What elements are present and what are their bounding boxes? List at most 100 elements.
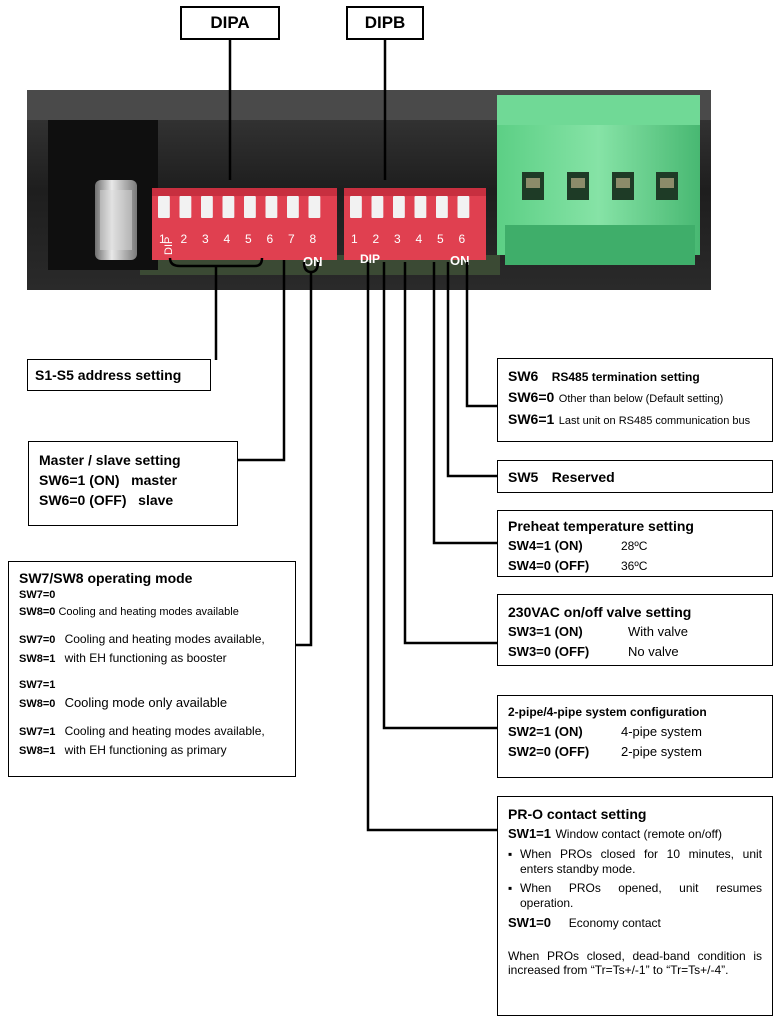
sw5-key: SW5 [508, 469, 539, 485]
sw1-l2-key: SW1=0 [508, 915, 551, 930]
sw78-g1b-key: SW8=0 [19, 606, 56, 618]
sw1-l2-text: Economy contact [568, 916, 661, 930]
s1s5-title: S1-S5 address setting [35, 367, 182, 383]
sw4-box: Preheat temperature setting SW4=1 (ON) 28… [497, 510, 773, 577]
sw1-bullet2: When PROs opened, unit resumes operation… [520, 881, 762, 910]
s1s5-box: S1-S5 address setting [27, 359, 211, 391]
dip-lever [158, 196, 170, 218]
dip-number: 6 [459, 232, 466, 246]
dipb-levers [350, 196, 470, 218]
dip-number: 8 [310, 232, 317, 246]
dip-number: 3 [394, 232, 401, 246]
dip-number: 2 [373, 232, 380, 246]
dip-number: 6 [267, 232, 274, 246]
dip-lever [265, 196, 278, 218]
dipa-on-text: ON [303, 254, 323, 269]
dip-number: 1 [159, 232, 166, 246]
dip-lever [393, 196, 405, 218]
dip-number: 5 [437, 232, 444, 246]
sw4-l2-key: SW4=0 (OFF) [508, 558, 590, 573]
dip-lever [414, 196, 427, 218]
dip-lever [436, 196, 448, 218]
sw2-l1-key: SW2=1 (ON) [508, 724, 583, 739]
master-line1: SW6=1 (ON) master [39, 472, 178, 488]
sw78-g1b-text: Cooling and heating modes available [58, 606, 239, 618]
sw1-para: When PROs closed, dead-band condition is… [508, 949, 762, 977]
dip-lever [308, 196, 321, 218]
sw3-l2-key: SW3=0 (OFF) [508, 644, 590, 659]
dip-number: 2 [181, 232, 188, 246]
sw5-text: Reserved [551, 469, 615, 485]
sw6-key: SW6 [508, 368, 539, 384]
connector-lines [168, 38, 497, 832]
dipa-levers [158, 196, 321, 218]
sw1-box: PR-O contact setting SW1=1 Window contac… [497, 796, 773, 1016]
sw78-g4a-text: Cooling and heating modes available, [64, 724, 265, 738]
master-slave-box: Master / slave setting SW6=1 (ON) master… [28, 441, 238, 526]
sw6-l2-key: SW6=1 [508, 411, 555, 427]
sw78-g2b-key: SW8=1 [19, 653, 56, 665]
sw2-l1-text: 4-pipe system [621, 724, 702, 739]
dip-number: 4 [416, 232, 423, 246]
sw2-l2-text: 2-pipe system [621, 744, 702, 759]
sw78-g4b-key: SW8=1 [19, 745, 56, 757]
sw5-box: SW5 Reserved [497, 460, 773, 493]
sw4-l2-text: 36ºC [621, 559, 648, 573]
sw3-box: 230VAC on/off valve setting SW3=1 (ON) Wi… [497, 594, 773, 666]
sw1-bullet1: When PROs closed for 10 minutes, unit en… [520, 847, 762, 876]
master-title: Master / slave setting [39, 452, 181, 468]
sw78-g3a-key: SW7=1 [19, 679, 56, 691]
sw6-l2-text: Last unit on RS485 communication bus [558, 415, 751, 427]
sw78-g4b-text: with EH functioning as primary [64, 743, 227, 757]
dip-lever [457, 196, 470, 218]
dip-number: 7 [288, 232, 295, 246]
dip-number: 1 [351, 232, 358, 246]
sw6-l1-key: SW6=0 [508, 389, 555, 405]
bullet-icon: ▪ [508, 881, 513, 895]
dip-lever [244, 196, 256, 218]
dip-lever [222, 196, 235, 218]
sw3-l2-text: No valve [628, 644, 679, 659]
sw78-g4a-key: SW7=1 [19, 726, 56, 738]
sw1-l1-key: SW1=1 [508, 826, 551, 841]
dip-lever [287, 196, 299, 218]
sw78-g2a-text: Cooling and heating modes available, [64, 632, 265, 646]
sw78-g3b-text: Cooling mode only available [64, 695, 228, 710]
sw3-l1-key: SW3=1 (ON) [508, 624, 583, 639]
sw2-title: 2-pipe/4-pipe system configuration [508, 705, 707, 719]
bullet-icon: ▪ [508, 847, 513, 861]
sw4-title: Preheat temperature setting [508, 518, 694, 534]
sw1-l1-text: Window contact (remote on/off) [555, 827, 722, 841]
dip-number: 3 [202, 232, 209, 246]
sw3-l1-text: With valve [628, 624, 688, 639]
dipb-on-text: ON [450, 253, 470, 268]
dipb-dip-text: DIP [360, 252, 380, 266]
sw78-title: SW7/SW8 operating mode [19, 570, 193, 586]
sw2-l2-key: SW2=0 (OFF) [508, 744, 590, 759]
dip-number: 4 [224, 232, 231, 246]
dip-lever [350, 196, 362, 218]
sw6-box: SW6 RS485 termination setting SW6=0 Othe… [497, 358, 773, 442]
dipa-dip-text: DIP [163, 237, 175, 255]
sw78-g1a-key: SW7=0 [19, 589, 56, 601]
dip-lever [179, 196, 192, 218]
master-line2: SW6=0 (OFF) slave [39, 492, 174, 508]
sw78-g3b-key: SW8=0 [19, 698, 56, 710]
sw6-l1-text: Other than below (Default setting) [558, 393, 724, 405]
sw4-l1-key: SW4=1 (ON) [508, 538, 583, 553]
sw4-l1-text: 28ºC [621, 539, 648, 553]
sw78-g2b-text: with EH functioning as booster [64, 651, 227, 665]
dip-lever [201, 196, 213, 218]
dip-number: 5 [245, 232, 252, 246]
sw78-box: SW7/SW8 operating mode SW7=0 SW8=0 Cooli… [8, 561, 296, 777]
sw3-title: 230VAC on/off valve setting [508, 604, 692, 620]
sw2-box: 2-pipe/4-pipe system configuration SW2=1… [497, 695, 773, 778]
dip-lever [371, 196, 384, 218]
sw78-g2a-key: SW7=0 [19, 634, 56, 646]
sw6-title: RS485 termination setting [551, 370, 700, 384]
sw1-title: PR-O contact setting [508, 806, 647, 822]
dipb-label: DIPB [346, 6, 424, 40]
